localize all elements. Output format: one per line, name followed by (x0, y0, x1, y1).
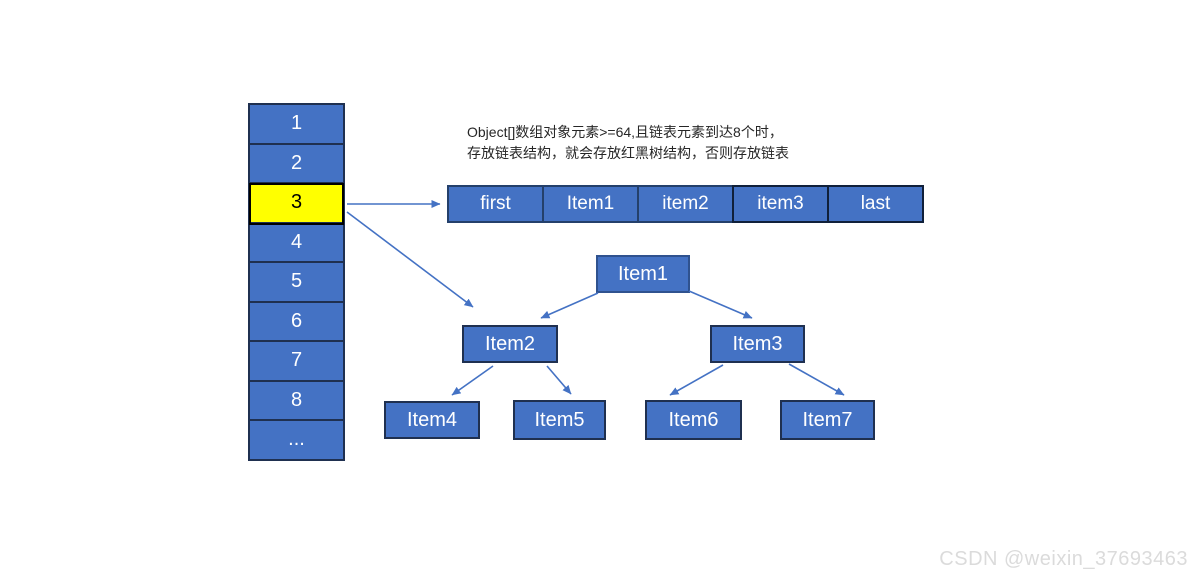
array-cell-7: 7 (250, 342, 343, 382)
array-cell-5: 5 (250, 263, 343, 303)
array-cell-8: 8 (250, 381, 343, 421)
linked-list: first Item1 item2 item3 last (447, 185, 924, 223)
annotation-line-2: 存放链表结构，就会存放红黑树结构，否则存放链表 (467, 145, 789, 161)
array-cell-ellipsis: ... (250, 421, 343, 459)
arrow-item2-to-item5 (546, 365, 572, 395)
array-cell-6: 6 (250, 302, 343, 342)
array-cell-4: 4 (250, 223, 343, 263)
tree-node-item7: Item7 (780, 400, 875, 440)
list-cell-item2: item2 (637, 185, 734, 223)
list-cell-last: last (827, 185, 924, 223)
arrow-item2-to-item4 (451, 365, 494, 396)
tree-node-item6: Item6 (645, 400, 742, 440)
tree-node-item2: Item2 (462, 325, 558, 363)
list-cell-item3: item3 (732, 185, 829, 223)
tree-node-item5: Item5 (513, 400, 606, 440)
arrow-bucket3-to-tree-item2 (346, 211, 474, 308)
list-cell-first: first (447, 185, 544, 223)
arrow-item3-to-item6 (669, 364, 724, 396)
annotation-line-1: Object[]数组对象元素>=64,且链表元素到达8个时， (467, 124, 783, 140)
arrow-item1-to-item2 (540, 292, 599, 319)
list-cell-item1: Item1 (542, 185, 639, 223)
tree-node-item3: Item3 (710, 325, 805, 363)
tree-node-item4: Item4 (384, 401, 480, 439)
arrow-item1-to-item3 (688, 290, 753, 319)
array-cell-1: 1 (250, 105, 343, 145)
bucket-array: 1 2 3 4 5 6 7 8 ... (248, 103, 345, 461)
array-cell-3-highlighted: 3 (249, 183, 344, 225)
array-cell-2: 2 (250, 144, 343, 184)
annotation-text: Object[]数组对象元素>=64,且链表元素到达8个时， 存放链表结构，就会… (467, 122, 789, 164)
tree-node-item1: Item1 (596, 255, 690, 293)
arrow-item3-to-item7 (788, 363, 845, 396)
watermark: CSDN @weixin_37693463 (939, 548, 1188, 570)
